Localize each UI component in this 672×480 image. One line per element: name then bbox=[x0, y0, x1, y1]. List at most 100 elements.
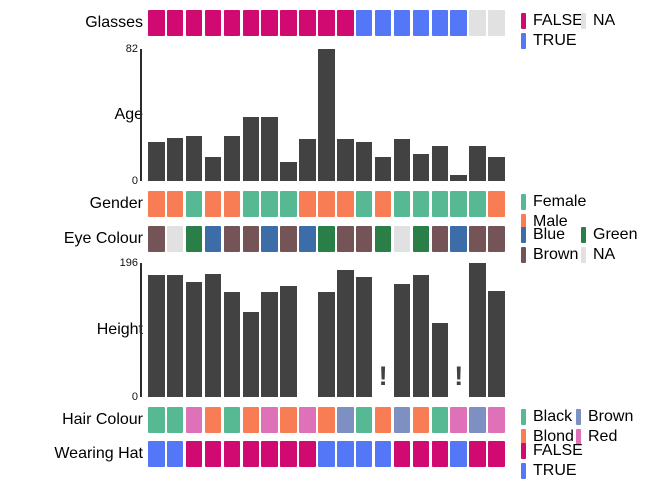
height-bar-14 bbox=[393, 284, 411, 397]
hat-tile-16 bbox=[431, 441, 449, 467]
legend-swatch-true bbox=[521, 33, 526, 49]
legend-entry-eye-na: NA bbox=[581, 247, 615, 263]
eye-tile-9 bbox=[299, 226, 316, 252]
glasses-tile-5 bbox=[223, 10, 241, 36]
eye-tile-8 bbox=[280, 226, 297, 252]
hair-tile-8 bbox=[280, 407, 297, 433]
eye-tile-17 bbox=[450, 226, 467, 252]
height-bar-4 bbox=[204, 273, 222, 397]
age-bar-10 bbox=[318, 49, 335, 181]
gender-tile-6 bbox=[242, 191, 260, 217]
glasses-tile-2 bbox=[166, 10, 184, 36]
hair-tile-7 bbox=[261, 407, 278, 433]
height-bar-19 bbox=[488, 291, 505, 397]
legend-entry-hat-false: FALSE bbox=[521, 443, 583, 459]
age-bar-15 bbox=[412, 153, 430, 181]
eye-tile-13 bbox=[374, 226, 392, 252]
legend-entry-hair-black: Black bbox=[521, 409, 572, 425]
gender-tile-1 bbox=[148, 191, 165, 217]
legend-swatch-blond bbox=[521, 429, 526, 445]
height-bar-15 bbox=[412, 274, 430, 397]
legend-label-brown: Brown bbox=[588, 408, 634, 425]
height-missing-mark-13: ! bbox=[378, 361, 388, 391]
age-bar-17 bbox=[450, 174, 467, 181]
glasses-tile-15 bbox=[412, 10, 430, 36]
hat-tile-11 bbox=[337, 441, 354, 467]
eye-tile-19 bbox=[488, 226, 505, 252]
glasses-tile-9 bbox=[299, 10, 316, 36]
height-bar-8 bbox=[280, 285, 297, 397]
eye-tile-15 bbox=[412, 226, 430, 252]
hat-tile-18 bbox=[469, 441, 486, 467]
row-label-gender: Gender bbox=[89, 195, 143, 212]
legend-swatch-male bbox=[521, 214, 526, 230]
gender-tile-17 bbox=[450, 191, 467, 217]
hat-tile-6 bbox=[242, 441, 260, 467]
height-bar-12 bbox=[355, 277, 373, 397]
legend-entry-glasses-false: FALSE bbox=[521, 13, 583, 29]
age-bar-8 bbox=[280, 161, 297, 181]
glasses-tile-11 bbox=[337, 10, 354, 36]
row-label-glasses: Glasses bbox=[85, 14, 143, 31]
glasses-tile-8 bbox=[280, 10, 297, 36]
legend-entry-glasses-true: TRUE bbox=[521, 33, 577, 49]
legend-label-red: Red bbox=[588, 428, 618, 445]
hair-tile-6 bbox=[242, 407, 260, 433]
legend-entry-hair-blond: Blond bbox=[521, 429, 574, 445]
row-label-eye: Eye Colour bbox=[63, 230, 143, 247]
height-bar-3 bbox=[185, 282, 203, 397]
glasses-tile-14 bbox=[393, 10, 411, 36]
height-y-axis bbox=[140, 263, 142, 397]
row-label-hat: Wearing Hat bbox=[54, 445, 143, 462]
gender-tile-18 bbox=[469, 191, 486, 217]
gender-tile-11 bbox=[337, 191, 354, 217]
legend-label-blond: Blond bbox=[533, 428, 574, 445]
height-bar-7 bbox=[261, 291, 278, 397]
eye-tile-6 bbox=[242, 226, 260, 252]
hair-tile-16 bbox=[431, 407, 449, 433]
height-bar-16 bbox=[431, 323, 449, 397]
legend-swatch-green bbox=[581, 227, 586, 243]
gender-tile-3 bbox=[185, 191, 203, 217]
legend-label-blue: Blue bbox=[533, 226, 566, 243]
eye-tile-18 bbox=[469, 226, 486, 252]
height-bar-2 bbox=[166, 274, 184, 397]
legend-swatch-na bbox=[581, 247, 586, 263]
legend-entry-hair-brown: Brown bbox=[576, 409, 633, 425]
legend-label-brown: Brown bbox=[533, 246, 579, 263]
hair-tile-4 bbox=[204, 407, 222, 433]
glasses-tile-4 bbox=[204, 10, 222, 36]
gender-tile-8 bbox=[280, 191, 297, 217]
legend-swatch-brown bbox=[576, 409, 581, 425]
legend-label-black: Black bbox=[533, 408, 573, 425]
legend-swatch-brown bbox=[521, 247, 526, 263]
gender-tile-2 bbox=[166, 191, 184, 217]
height-bar-11 bbox=[337, 269, 354, 397]
hair-tile-14 bbox=[393, 407, 411, 433]
age-tick-max: 82 bbox=[125, 43, 138, 55]
hat-tile-4 bbox=[204, 441, 222, 467]
gender-tile-13 bbox=[374, 191, 392, 217]
gender-tile-4 bbox=[204, 191, 222, 217]
glasses-tile-13 bbox=[374, 10, 392, 36]
age-bar-6 bbox=[242, 116, 260, 181]
gender-tile-14 bbox=[393, 191, 411, 217]
height-bar-18 bbox=[469, 263, 486, 397]
eye-tile-3 bbox=[185, 226, 203, 252]
hat-tile-10 bbox=[318, 441, 335, 467]
hat-tile-15 bbox=[412, 441, 430, 467]
glasses-tile-19 bbox=[488, 10, 505, 36]
legend-entry-hair-red: Red bbox=[576, 429, 617, 445]
row-label-height: Height bbox=[96, 321, 143, 338]
hat-tile-9 bbox=[299, 441, 316, 467]
legend-label-male: Male bbox=[533, 213, 568, 230]
age-bar-1 bbox=[148, 142, 165, 181]
age-bar-9 bbox=[299, 139, 316, 181]
eye-tile-14 bbox=[393, 226, 411, 252]
hair-tile-17 bbox=[450, 407, 467, 433]
height-bar-5 bbox=[223, 291, 241, 397]
age-bar-5 bbox=[223, 135, 241, 181]
glasses-tile-1 bbox=[148, 10, 165, 36]
hat-tile-12 bbox=[355, 441, 373, 467]
gender-tile-16 bbox=[431, 191, 449, 217]
